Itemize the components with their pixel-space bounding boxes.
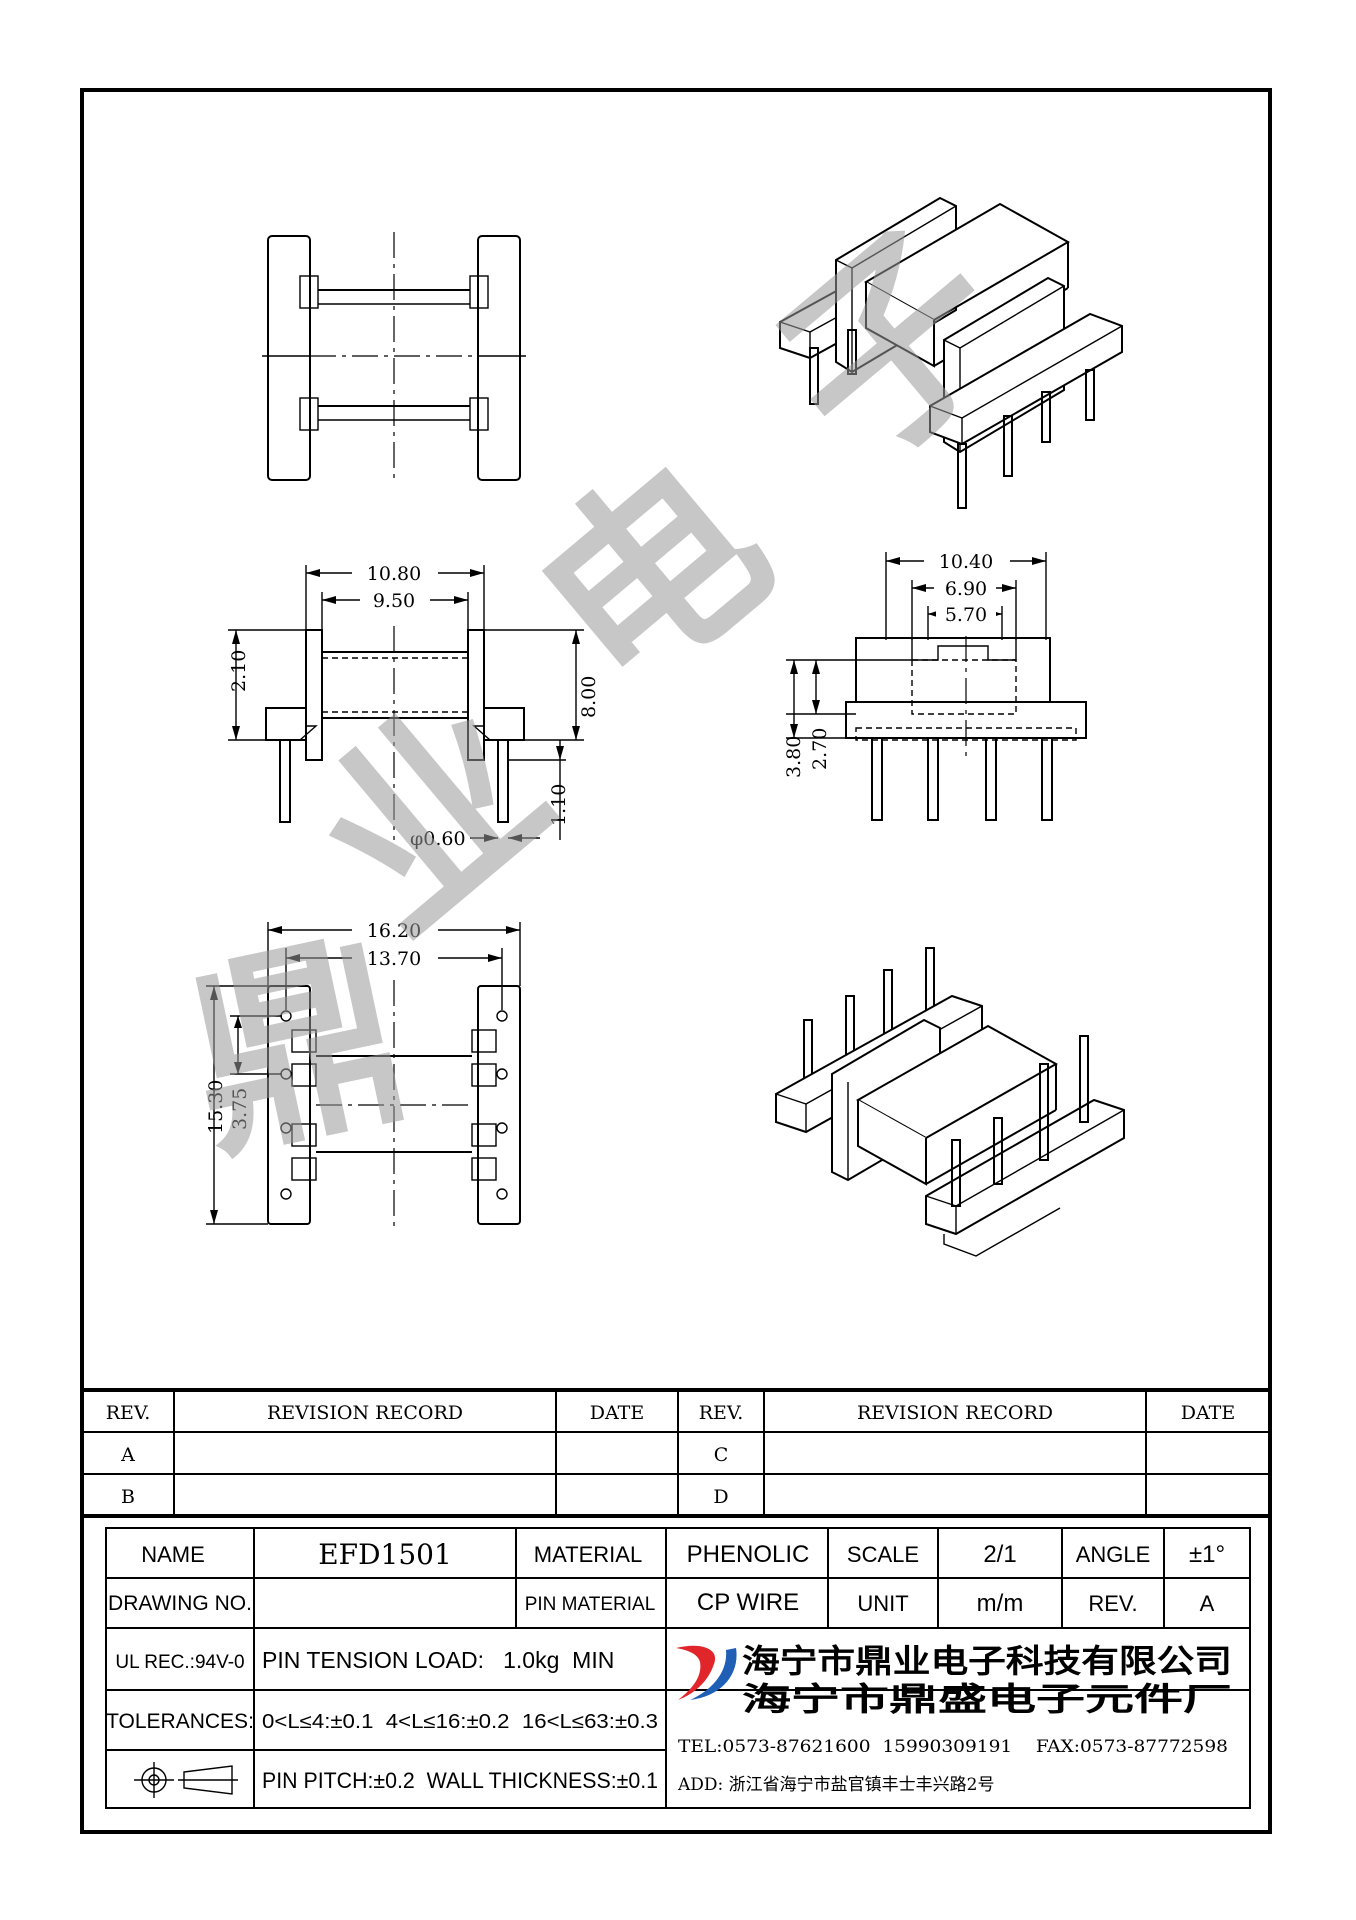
rev-header-2: REV. [699,1402,744,1424]
name-label: NAME [141,1542,205,1567]
dim-pin-length: 1.10 [548,784,570,826]
dim-right-height: 8.00 [578,676,600,718]
date-header-2: DATE [1181,1402,1235,1424]
rev-row-c: C [714,1444,729,1466]
company-name-1: 海宁市鼎业电子科技有限公司 [742,1643,1232,1679]
name-value: EFD1501 [318,1538,452,1571]
pin-tension: PIN TENSION LOAD: 1.0kg MIN [262,1647,614,1673]
top-view [262,232,526,484]
pin-pitch: PIN PITCH:±0.2 WALL THICKNESS:±0.1 [262,1768,658,1793]
unit-value: m/m [977,1590,1024,1617]
dim-bottom-outer: 16.20 [367,920,421,942]
dim-bottom-height: 15.30 [205,1080,227,1134]
dim-left-height: 2.10 [228,650,250,692]
dim-pin-diameter: φ0.60 [410,828,466,850]
rev-row-d: D [713,1486,728,1508]
scale-value: 2/1 [983,1541,1016,1568]
tolerances-label: TOLERANCES: [106,1710,254,1733]
dim-top-width-inner: 9.50 [373,590,415,612]
company-logo [676,1645,737,1700]
angle-value: ±1° [1189,1541,1225,1568]
tolerances-value: 0<L≤4:±0.1 4<L≤16:±0.2 16<L≤63:±0.3 [262,1711,658,1733]
dim-top-width-outer: 10.80 [367,563,421,585]
watermark-char-1: 鼎 [169,906,425,1189]
revision-record-header-2: REVISION RECORD [857,1402,1053,1424]
dim-side-inner: 5.70 [945,604,987,626]
drawing-no-label: DRAWING NO. [108,1592,252,1615]
rev-row-a: A [120,1444,135,1466]
front-view: 10.80 9.50 2.10 8.00 1.10 φ0.60 [228,562,600,850]
outer-border [80,88,1272,1834]
material-label: MATERIAL [534,1542,642,1567]
angle-label: ANGLE [1076,1542,1151,1567]
bottom-view: 16.20 13.70 15.30 3.75 [205,919,521,1230]
dim-side-mid: 6.90 [945,578,987,600]
revision-record-header-1: REVISION RECORD [267,1402,463,1424]
company-name-2: 海宁市鼎盛电子元件厂 [742,1681,1232,1717]
pin-material-value: CP WIRE [697,1589,799,1616]
rev-value: A [1200,1591,1215,1616]
isometric-view-bottom [775,947,1125,1257]
date-header-1: DATE [590,1402,644,1424]
dim-side-h2: 2.70 [809,728,831,770]
company-tel: TEL:0573-87621600 15990309191 FAX:0573-8… [678,1737,1228,1757]
projection-symbol [134,1762,238,1798]
title-block: NAME EFD1501 MATERIAL PHENOLIC SCALE 2/1… [82,1514,1270,1809]
dim-side-outer: 10.40 [939,551,993,573]
rev-header-1: REV. [106,1402,151,1424]
dim-side-h1: 3.80 [783,736,805,778]
company-address: ADD: 浙江省海宁市盐官镇丰士丰兴路2号 [677,1775,994,1795]
rev-label: REV. [1088,1591,1137,1616]
rev-row-b: B [121,1486,135,1508]
watermark-char-3: 电 [495,416,813,739]
dim-bottom-inner: 13.70 [367,948,421,970]
revision-table: REV. REVISION RECORD DATE REV. REVISION … [82,1388,1270,1517]
unit-label: UNIT [857,1591,908,1616]
pin-material-label: PIN MATERIAL [525,1594,656,1615]
material-value: PHENOLIC [687,1541,810,1568]
isometric-view-top [779,196,1123,509]
ul-rec: UL REC.:94V-0 [115,1652,244,1673]
dim-bottom-pitch: 3.75 [229,1088,251,1130]
scale-label: SCALE [847,1542,919,1567]
side-view: 10.40 6.90 5.70 3.80 2.70 [783,550,1087,821]
